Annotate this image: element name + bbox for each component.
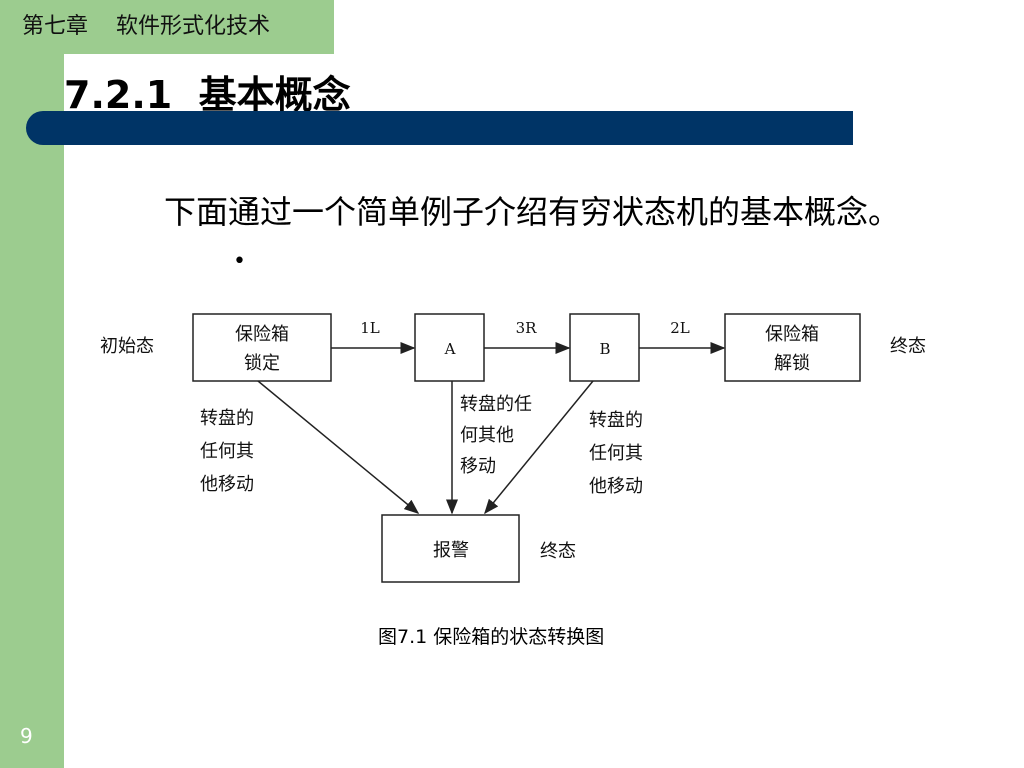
chapter-title: 第七章 软件形式化技术 xyxy=(22,14,270,39)
state-box-unlocked xyxy=(724,313,861,382)
chapter-header: 第七章 软件形式化技术 xyxy=(0,0,334,54)
slide-title: 7.2.1 基本概念 xyxy=(64,73,351,117)
mid-transition-line: 转盘的任 xyxy=(460,394,532,415)
figure-caption: 图7.1 保险箱的状态转换图 xyxy=(378,626,605,648)
state-a-label: A xyxy=(444,340,456,358)
bullet-dot: • xyxy=(233,249,246,274)
right-transition-line: 他移动 xyxy=(589,476,643,497)
state-box-alarm xyxy=(381,514,520,583)
body-text: 下面通过一个简单例子介绍有穷状态机的基本概念。 xyxy=(164,193,901,231)
state-b-label: B xyxy=(599,340,610,358)
state-unlocked-line2: 解锁 xyxy=(774,353,810,374)
left-transition-line: 转盘的 xyxy=(200,408,254,429)
transition-arrow-b-alarm xyxy=(484,380,594,515)
transition-label-3r: 3R xyxy=(516,319,538,337)
final-state-label-right: 终态 xyxy=(890,336,926,357)
left-transition-line: 任何其 xyxy=(200,441,254,462)
title-underline-bar xyxy=(26,111,853,145)
state-alarm-label: 报警 xyxy=(433,540,469,561)
state-unlocked-line1: 保险箱 xyxy=(765,324,819,345)
right-transition-line: 任何其 xyxy=(589,443,643,464)
state-locked-line1: 保险箱 xyxy=(235,324,289,345)
state-box-locked xyxy=(192,313,332,382)
state-locked-line2: 锁定 xyxy=(244,353,280,374)
final-state-label-bottom: 终态 xyxy=(540,541,576,562)
mid-transition-line: 何其他 xyxy=(460,425,514,446)
transition-label-2l: 2L xyxy=(670,319,690,337)
initial-state-label: 初始态 xyxy=(100,336,154,357)
transition-arrow-locked-alarm xyxy=(257,380,420,514)
body-paragraph: 下面通过一个简单例子介绍有穷状态机的基本概念。 xyxy=(100,190,970,234)
transition-label-1l: 1L xyxy=(360,319,380,337)
mid-transition-line: 移动 xyxy=(460,456,496,477)
right-transition-line: 转盘的 xyxy=(589,410,643,431)
left-transition-line: 他移动 xyxy=(200,474,254,495)
page-number: 9 xyxy=(20,724,33,748)
